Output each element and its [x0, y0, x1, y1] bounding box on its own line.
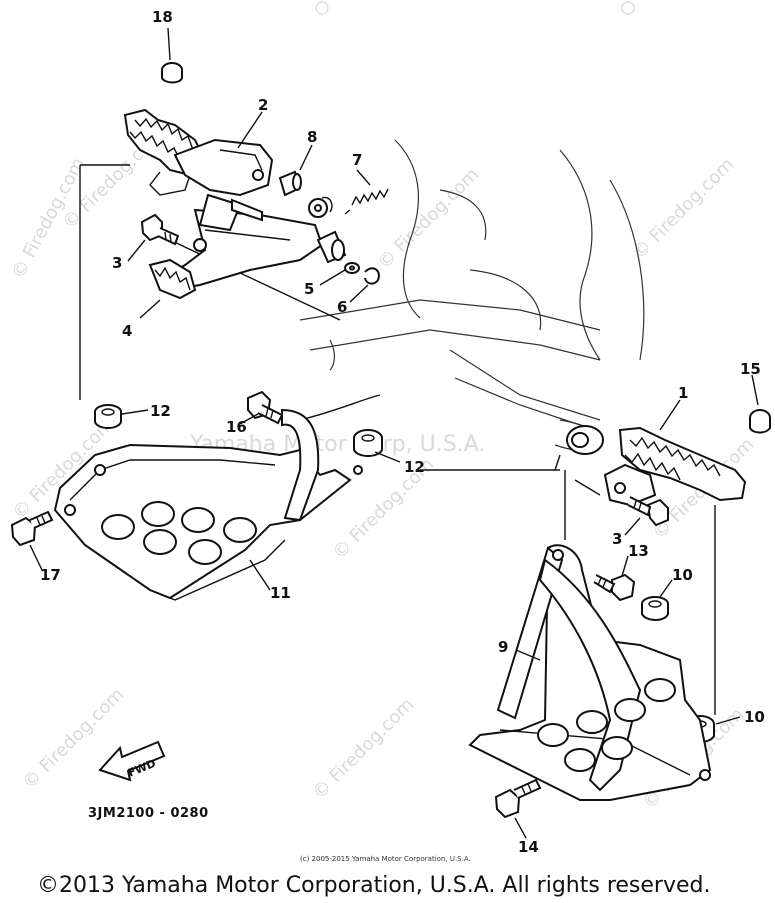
callout-5: 5: [304, 280, 314, 298]
callout-9: 9: [498, 638, 508, 656]
spring-7: [344, 188, 389, 215]
callout-leaders: [29, 27, 759, 839]
callout-18: 18: [152, 8, 173, 26]
callout-10-upper: 10: [672, 566, 693, 584]
callout-15: 15: [740, 360, 761, 378]
bracket-1: [603, 463, 657, 507]
frame-outline: [299, 139, 645, 452]
washer-5: [344, 262, 360, 274]
left-guard-assembly: [10, 390, 383, 601]
bolt-3-upper: [140, 213, 180, 246]
bolt-3-lower: [627, 496, 669, 527]
callout-3-upper: 3: [112, 254, 122, 272]
callout-17: 17: [40, 566, 61, 584]
guard-plate-11: [53, 408, 363, 601]
fwd-arrow: FWD: [98, 740, 166, 782]
callout-11: 11: [270, 584, 291, 602]
callout-12-left: 12: [150, 402, 171, 420]
bolt-16: [247, 390, 284, 425]
callout-1: 1: [678, 384, 688, 402]
right-footrest-assembly: [554, 409, 771, 527]
callout-10-lower: 10: [744, 708, 765, 726]
footpeg-4: [148, 258, 197, 300]
callout-16: 16: [226, 418, 247, 436]
pivot-arm: [158, 193, 324, 292]
watermark-tile: © Firedog.com: [629, 154, 739, 264]
callout-8: 8: [307, 128, 317, 146]
watermark-tile: © Firedog.com: [374, 164, 484, 274]
nut-18: [161, 62, 183, 84]
callout-3-lower: 3: [612, 530, 622, 548]
callout-numbers: 18 2 8 7 3 5 6 4 12 16 12 17 11 1 15 3 1…: [40, 8, 765, 856]
grommet-12-left: [94, 404, 122, 429]
grommet-10-upper: [641, 596, 669, 621]
right-guard-assembly: [468, 544, 715, 819]
grommet-12-center: [353, 429, 383, 457]
footer-copyright: ©2013 Yamaha Motor Corporation, U.S.A. A…: [37, 873, 710, 898]
bushing-8: [278, 170, 302, 197]
clevis-pin: [231, 196, 333, 222]
clip-6: [364, 267, 380, 285]
callout-13: 13: [628, 542, 649, 560]
pivot-boss: [554, 425, 604, 471]
bolt-17: [10, 510, 54, 547]
bolt-13: [593, 573, 636, 602]
upper-footrest-assembly: [123, 62, 389, 300]
bracket-2: [173, 138, 274, 197]
callout-4: 4: [122, 322, 132, 340]
callout-12-center: 12: [404, 458, 425, 476]
guard-plate-9: [468, 544, 712, 801]
nut-15: [749, 409, 771, 434]
callout-6: 6: [337, 298, 347, 316]
diagram-code: 3JM2100 - 0280: [88, 806, 209, 821]
small-copyright: (c) 2005-2015 Yamaha Motor Corporation, …: [300, 855, 471, 863]
bolt-14: [494, 778, 542, 819]
callout-2: 2: [258, 96, 268, 114]
watermark-tile: © Firedog.com: [309, 694, 419, 804]
collar: [316, 230, 347, 264]
callout-14: 14: [518, 838, 539, 856]
callout-7: 7: [352, 151, 362, 169]
watermark-tile: © Firedog.com: [19, 684, 129, 794]
